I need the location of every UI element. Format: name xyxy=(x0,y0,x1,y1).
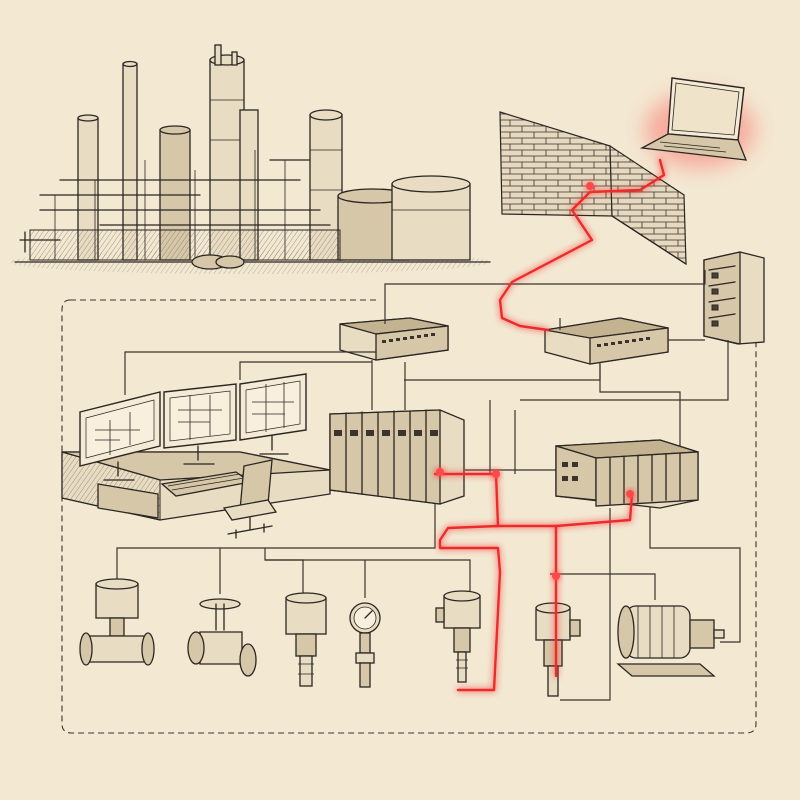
pressure-gauge-icon xyxy=(349,602,381,688)
network-links xyxy=(116,270,741,701)
plc-rack-icon xyxy=(329,409,465,505)
industrial-plant-icon xyxy=(10,44,491,274)
control-valve-icon xyxy=(79,578,155,666)
sensor-transmitter-icon xyxy=(435,590,481,683)
hmi-workstation-icon xyxy=(61,373,331,539)
sensor-transmitter-icon xyxy=(535,602,581,697)
network-switch-icon xyxy=(339,317,449,361)
laptop-icon xyxy=(639,77,755,168)
plc-rack-icon xyxy=(555,439,699,509)
server-rack-icon xyxy=(703,251,765,345)
attack-hotspots xyxy=(436,182,634,580)
electric-motor-icon xyxy=(616,605,725,677)
brick-wall-icon xyxy=(499,111,687,266)
gate-valve-icon xyxy=(187,598,257,677)
actuator-icon xyxy=(285,592,327,687)
network-switch-icon xyxy=(544,317,669,365)
attack-path xyxy=(433,158,666,692)
